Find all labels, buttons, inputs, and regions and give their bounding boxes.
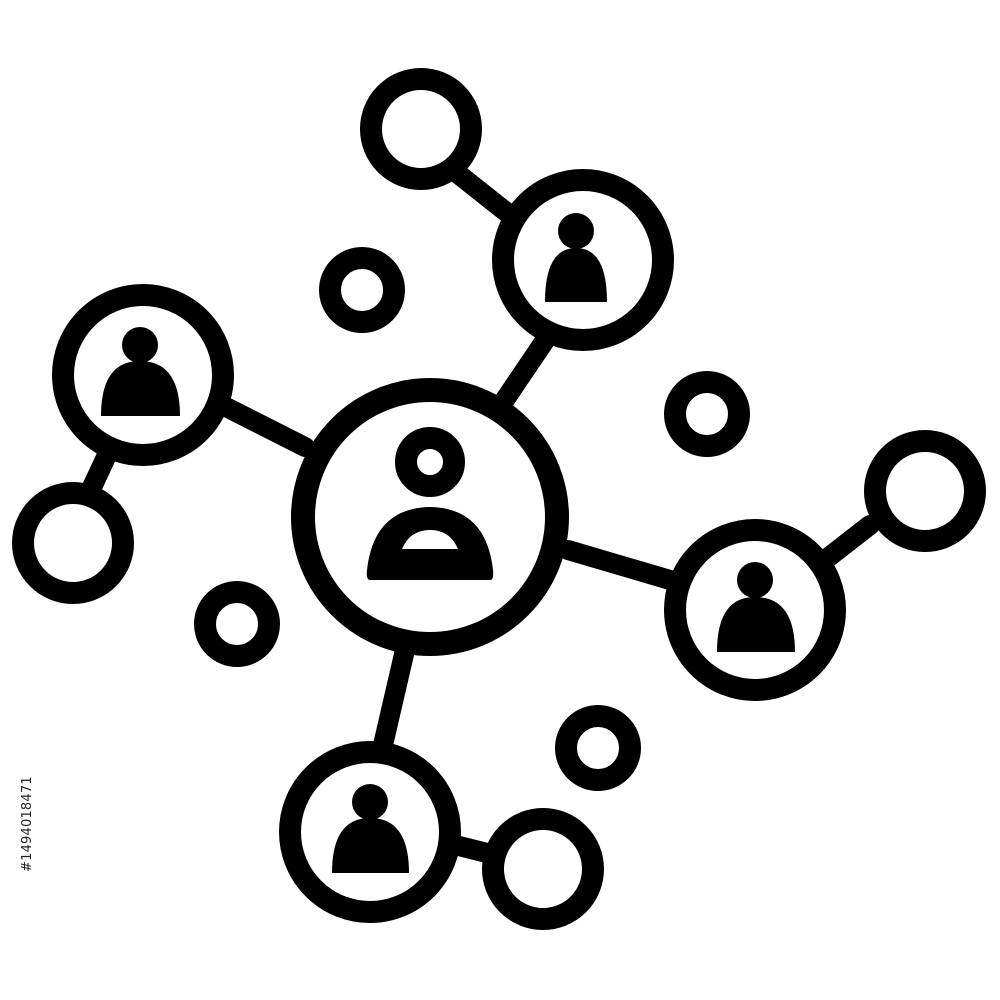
person-head-icon [737, 562, 773, 598]
connector-line [212, 395, 315, 457]
person-node-right [664, 519, 846, 701]
connector-line [373, 640, 415, 755]
empty-node-circle [864, 430, 986, 552]
connector-line [558, 540, 680, 590]
connector-line [492, 323, 560, 414]
small-ring-icon [319, 247, 405, 333]
central-person-body-icon [366, 507, 494, 580]
small-ring-icon [555, 705, 641, 791]
person-node-top [492, 169, 674, 351]
central-person-head-icon [395, 427, 465, 497]
small-ring-icon [664, 371, 750, 457]
connector-line [447, 163, 520, 225]
empty-node-circle [12, 482, 134, 604]
person-body-icon [545, 248, 607, 302]
person-head-icon [352, 784, 388, 820]
stock-id-label: #1494018471 [20, 776, 35, 872]
person-body-icon [101, 361, 180, 416]
empty-node-circle [482, 808, 604, 930]
person-node-bottom [279, 741, 461, 923]
person-head-icon [558, 213, 594, 249]
person-body-icon [717, 597, 795, 652]
person-body-icon [332, 818, 409, 873]
empty-node-circle [360, 68, 482, 190]
person-head-icon [122, 327, 158, 363]
person-node-left [52, 284, 234, 466]
connector-line [815, 515, 880, 570]
central-person-node [291, 378, 569, 656]
small-ring-icon [194, 581, 280, 667]
